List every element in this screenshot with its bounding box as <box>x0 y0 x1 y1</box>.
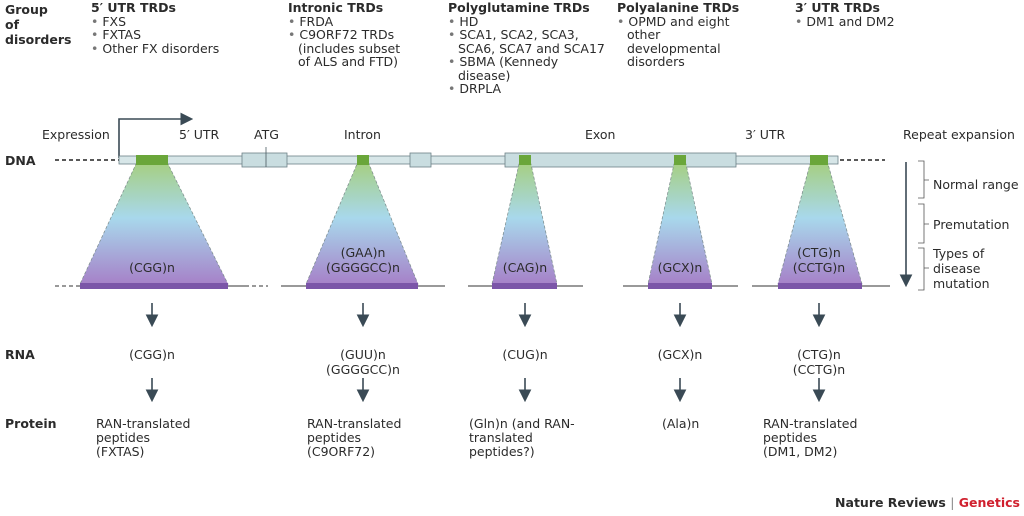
brand-name: Nature Reviews <box>835 495 946 510</box>
protein-label: RAN-translated <box>96 416 190 431</box>
protein-label: (Ala)n <box>662 416 699 431</box>
dna-repeat-label: (CTG)n <box>797 245 841 260</box>
group-item: FRDA <box>288 14 408 29</box>
rna-repeat-label: (CCTG)n <box>793 362 845 377</box>
rna-repeat-label: (GUU)n <box>340 347 386 362</box>
row-label-protein: Protein <box>5 416 57 431</box>
protein-label: (FXTAS) <box>96 444 144 459</box>
label-disease: disease <box>933 261 981 276</box>
rna-repeat-label: (CUG)n <box>502 347 547 362</box>
rna-repeat-label: (GGGGCC)n <box>326 362 400 377</box>
exon-box-atg <box>241 152 288 168</box>
group-item: DM1 and DM2 <box>795 14 894 29</box>
label-expression: Expression <box>42 127 110 142</box>
repeat-tract-expanded <box>648 283 712 289</box>
label-3utr: 3′ UTR <box>745 127 786 142</box>
repeat-tract-expanded <box>306 283 418 289</box>
label-normal-range: Normal range <box>933 177 1019 192</box>
group-3utr: 3′ UTR TRDs DM1 and DM2 <box>795 1 895 28</box>
dna-repeat-label: (CCTG)n <box>793 260 845 275</box>
protein-label: (DM1, DM2) <box>763 444 837 459</box>
label-disease: mutation <box>933 276 990 291</box>
label-intron: Intron <box>344 127 381 142</box>
brand-separator: | <box>950 495 955 510</box>
exon-box-large <box>504 152 737 168</box>
label-atg: ATG <box>254 127 279 142</box>
group-polyalanine: Polyalanine TRDs OPMD and eight other de… <box>617 1 742 69</box>
group-title: 5′ UTR TRDs <box>91 0 176 15</box>
row-label-dna: DNA <box>5 153 36 168</box>
protein-label: peptides <box>96 430 150 445</box>
group-item: SBMA (Kennedy disease) <box>448 55 608 82</box>
label-disease: Types of <box>932 246 985 261</box>
repeat-tract-normal <box>674 155 686 165</box>
bracket-normal <box>918 160 929 199</box>
group-item: OPMD and eight other developmental disor… <box>617 14 742 69</box>
protein-label: RAN-translated <box>763 416 857 431</box>
protein-label: RAN-translated <box>307 416 401 431</box>
dna-repeat-label: (GGGGCC)n <box>326 260 400 275</box>
brand-journal: Genetics <box>958 495 1020 510</box>
protein-label: (Gln)n (and RAN- <box>469 416 575 431</box>
protein-label: translated <box>469 430 533 445</box>
protein-label: peptides?) <box>469 444 535 459</box>
group-item: SCA1, SCA2, SCA3, SCA6, SCA7 and SCA17 <box>448 28 608 55</box>
repeat-tract-normal <box>357 155 369 165</box>
label-5utr: 5′ UTR <box>179 127 220 142</box>
repeat-tract-expanded <box>492 283 557 289</box>
repeat-expansion-title: Repeat expansion <box>903 127 1015 142</box>
group-item: HD <box>448 14 608 29</box>
label-exon: Exon <box>585 127 615 142</box>
protein-label: peptides <box>763 430 817 445</box>
bracket-premutation <box>918 203 929 244</box>
group-title: Intronic TRDs <box>288 0 384 15</box>
rna-repeat-label: (GCX)n <box>658 347 703 362</box>
group-intronic: Intronic TRDs FRDAC9ORF72 TRDs (includes… <box>288 1 408 69</box>
dna-repeat-label: (CAG)n <box>503 260 547 275</box>
group-polyglutamine: Polyglutamine TRDs HDSCA1, SCA2, SCA3, S… <box>448 1 608 96</box>
group-item: FXTAS <box>91 28 219 42</box>
rna-repeat-label: (CTG)n <box>797 347 841 362</box>
row-label-group: Group of disorders <box>5 2 72 47</box>
dna-repeat-label: (CGG)n <box>129 260 175 275</box>
row-label-rna: RNA <box>5 347 35 362</box>
dna-repeat-label: (GCX)n <box>658 260 703 275</box>
group-item: DRPLA <box>448 82 608 96</box>
protein-label: (C9ORF72) <box>307 444 375 459</box>
bracket-disease <box>918 247 929 291</box>
repeat-tract-normal <box>519 155 531 165</box>
rna-repeat-label: (CGG)n <box>129 347 175 362</box>
group-title: Polyglutamine TRDs <box>448 0 590 15</box>
protein-label: peptides <box>307 430 361 445</box>
group-title: Polyalanine TRDs <box>617 0 740 15</box>
group-5utr: 5′ UTR TRDs FXSFXTASOther FX disorders <box>91 1 219 55</box>
brand: Nature Reviews | Genetics <box>835 495 1020 510</box>
dna-repeat-label: (GAA)n <box>341 245 386 260</box>
promoter-arrow-icon <box>118 112 194 158</box>
group-item: FXS <box>91 14 219 29</box>
exon-box-small <box>409 152 432 168</box>
group-item: C9ORF72 TRDs (includes subset of ALS and… <box>288 28 408 69</box>
repeat-tract-expanded <box>778 283 862 289</box>
label-premutation: Premutation <box>933 217 1009 232</box>
dna-strand <box>118 155 839 165</box>
repeat-tract-expanded <box>80 283 228 289</box>
group-title: 3′ UTR TRDs <box>795 0 880 15</box>
repeat-tract-normal <box>136 155 168 165</box>
group-item: Other FX disorders <box>91 41 219 56</box>
repeat-tract-normal <box>810 155 828 165</box>
